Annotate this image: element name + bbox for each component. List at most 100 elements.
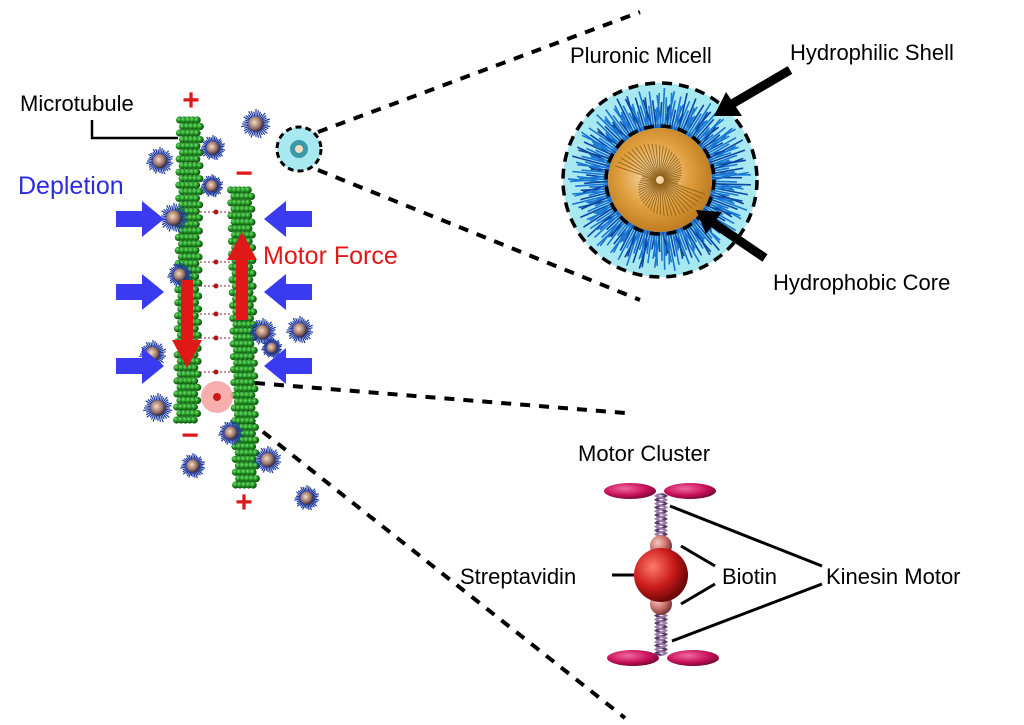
blue-arrow-icon [116, 348, 164, 384]
micelle-icon [218, 420, 244, 446]
blue-arrow-icon [116, 274, 164, 310]
blue-arrow-icon [264, 201, 312, 237]
microtubule-left-bead [192, 233, 200, 241]
microtubule-left-bead [192, 246, 200, 254]
microtubule-left-bead [194, 396, 202, 404]
motor-force-label: Motor Force [263, 242, 398, 270]
micelle-icon [200, 135, 226, 161]
micelle-icon [159, 202, 189, 233]
microtubule-right-bead [245, 212, 253, 220]
microtubule-right-bead [249, 455, 257, 463]
minus-sign-top: − [235, 157, 253, 190]
micelle-icon [249, 318, 277, 346]
microtubule-right-bead [250, 359, 258, 367]
red-arrow-icon [227, 232, 257, 320]
microtubule-left-bead [191, 286, 200, 294]
crosslink-dot [213, 369, 219, 375]
microtubule-left-bead [196, 201, 204, 209]
microtubule-right-bead [249, 468, 257, 476]
microtubule-left-bead [192, 220, 200, 228]
microtubule-right-bead [252, 436, 260, 444]
microtubule-left-bead [196, 149, 204, 157]
microtubule-right-bead [244, 199, 252, 207]
microtubule-left-bead [192, 207, 200, 215]
depletion-arrows [116, 201, 312, 384]
microtubule-right-bead [247, 366, 255, 374]
microtubule-right-bead [248, 218, 256, 226]
microtubule-left-bead [193, 409, 202, 418]
microtubule-left-bead [192, 194, 200, 202]
microtubule-left-bead [191, 312, 199, 320]
microtubule-left-bead [196, 188, 204, 196]
microtubule-right-bead [247, 192, 256, 200]
zoom-lines [246, 10, 641, 720]
stalk-bottom [653, 608, 669, 657]
microtubule-right-bead [249, 269, 257, 277]
motor-crosslinks [200, 209, 232, 375]
microtubule-left-bead [195, 279, 203, 287]
micelle-icon [294, 485, 320, 511]
microtubule-left-bead [193, 142, 201, 150]
microtubule-right-bead [252, 449, 260, 457]
blue-arrow-icon [116, 201, 164, 237]
microtubule-right-bead [249, 481, 257, 489]
microtubule-left-bead [194, 357, 202, 365]
microtubule-right-bead [246, 289, 254, 297]
microtubule-left-bead [193, 155, 201, 163]
micelle-icon [286, 316, 314, 344]
microtubule-left-bead [191, 364, 199, 372]
microtubule-right-bead [246, 314, 254, 322]
streptavidin-label: Streptavidin [460, 564, 576, 589]
microtubule-left-bead [192, 181, 201, 189]
microtubule-left-bead [192, 259, 200, 268]
microtubule-left-bead [195, 253, 203, 261]
microtubule-right-bead [247, 340, 255, 348]
microtubule-right-bead [248, 231, 256, 239]
microtubule-left-bead [194, 318, 202, 326]
micelle-icon [254, 446, 282, 474]
microtubule-leader-line [90, 120, 178, 140]
microtubule-left-bead [196, 175, 204, 183]
microtubule-left-bead [195, 240, 203, 248]
microtubule-left-bead [195, 227, 203, 235]
micelle-pointers [696, 66, 793, 262]
microtubule-left-bead [196, 162, 204, 170]
microtubule-right-bead [249, 282, 257, 290]
kinesin-head-top-left [604, 483, 656, 499]
hydrophobic-core [608, 128, 712, 232]
hydrophobic-core-label: Hydrophobic Core [773, 270, 950, 295]
blue-arrow-icon [264, 348, 312, 384]
plus-sign-top: + [182, 84, 200, 117]
microtubule-left-bead [194, 383, 202, 391]
microtubule-left-bead [196, 136, 204, 144]
kinesin-head-bottom-left [607, 650, 659, 666]
motor-cluster-label: Motor Cluster [578, 441, 710, 466]
motor-leader-lines [612, 504, 823, 643]
microtubule-right-bead [246, 301, 254, 309]
micelle-icon [143, 392, 173, 423]
microtubule-right-bead [248, 442, 257, 451]
microtubule-left-bead [193, 168, 201, 176]
microtubule-right-bead [248, 391, 256, 399]
microtubule-left-bead [192, 272, 200, 281]
microtubule-left-bead [190, 416, 198, 424]
microtubule-right-bead [249, 308, 258, 316]
crosslink-dot [213, 283, 219, 289]
microtubule-left-bead [193, 116, 201, 124]
microtubule-right-bead [245, 224, 253, 233]
microtubule-right-bead [244, 186, 252, 194]
microtubule-right-bead [248, 430, 256, 438]
crosslink-dot [213, 335, 219, 341]
microtubule-left-bead [190, 403, 198, 411]
motor-cluster-zoom [604, 483, 719, 666]
microtubule-left-bead [190, 390, 199, 398]
stalk-top [653, 492, 669, 542]
kinesin-head-top-right [664, 483, 716, 499]
microtubule-right-bead [251, 423, 259, 431]
plus-sign-bottom: + [235, 486, 253, 519]
crosslink-dot [213, 209, 219, 215]
motor-cluster-dot [213, 393, 221, 401]
highlighted-micelle [275, 125, 323, 173]
micelle-icon [200, 174, 224, 198]
